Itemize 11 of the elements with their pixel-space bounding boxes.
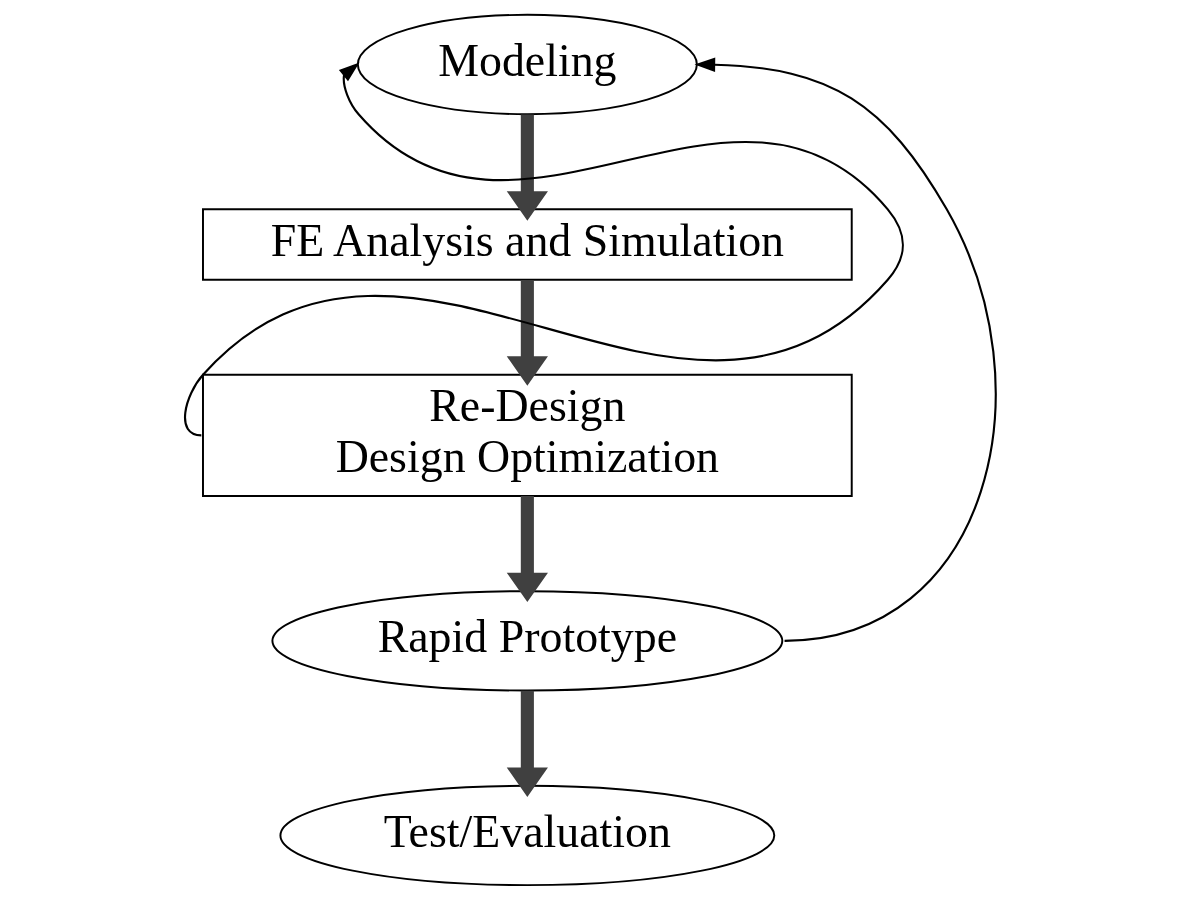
node-ellipse: Modeling — [356, 13, 698, 116]
node-box: FE Analysis and Simulation — [201, 208, 853, 281]
arrow — [694, 57, 997, 642]
arrow — [183, 62, 904, 437]
arrow — [506, 496, 548, 603]
node-ellipse: Rapid Prototype — [270, 590, 783, 692]
node-box: Re-Design Design Optimization — [201, 373, 853, 497]
node-ellipse: Test/Evaluation — [278, 784, 775, 887]
arrow — [506, 280, 548, 386]
arrow — [506, 114, 548, 221]
arrow — [506, 690, 548, 797]
